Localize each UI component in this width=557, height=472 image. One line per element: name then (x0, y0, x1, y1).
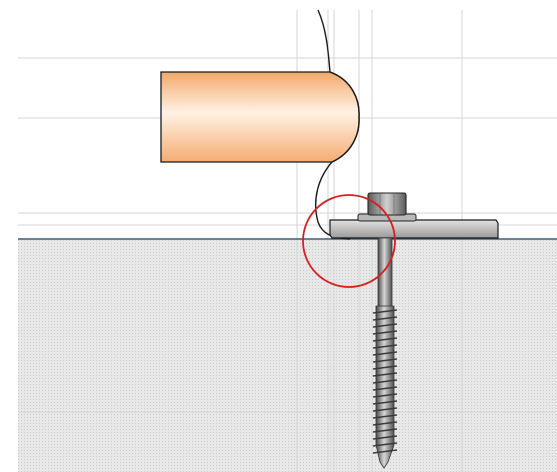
thread-ridge (372, 344, 398, 349)
thread-ridge (372, 351, 398, 356)
thread-ridge (372, 400, 398, 405)
thread-ridge (372, 449, 398, 454)
thread-ridge (372, 330, 398, 335)
thread-ridge (372, 358, 398, 363)
thread-ridge (372, 316, 398, 321)
thread-ridge (372, 379, 398, 384)
mounting-plate (329, 219, 499, 239)
thread-ridge (372, 435, 398, 440)
thread-ridge (372, 421, 398, 426)
screw-shank (377, 237, 393, 309)
thread-ridge (372, 386, 398, 391)
thread-ridge (372, 337, 398, 342)
highlight-circle (302, 194, 396, 288)
screw-threads (372, 309, 398, 454)
thread-ridge (372, 442, 398, 447)
wavy-break-line (315, 9, 360, 240)
thread-ridge (372, 372, 398, 377)
pipe-section (160, 71, 360, 163)
thread-ridge (372, 309, 398, 314)
thread-ridge (372, 414, 398, 419)
substrate-hatched-area (18, 240, 557, 472)
thread-ridge (372, 393, 398, 398)
hex-head-screw (367, 192, 407, 216)
thread-ridge (372, 428, 398, 433)
thread-ridge (372, 407, 398, 412)
thread-ridge (372, 323, 398, 328)
thread-ridge (372, 365, 398, 370)
